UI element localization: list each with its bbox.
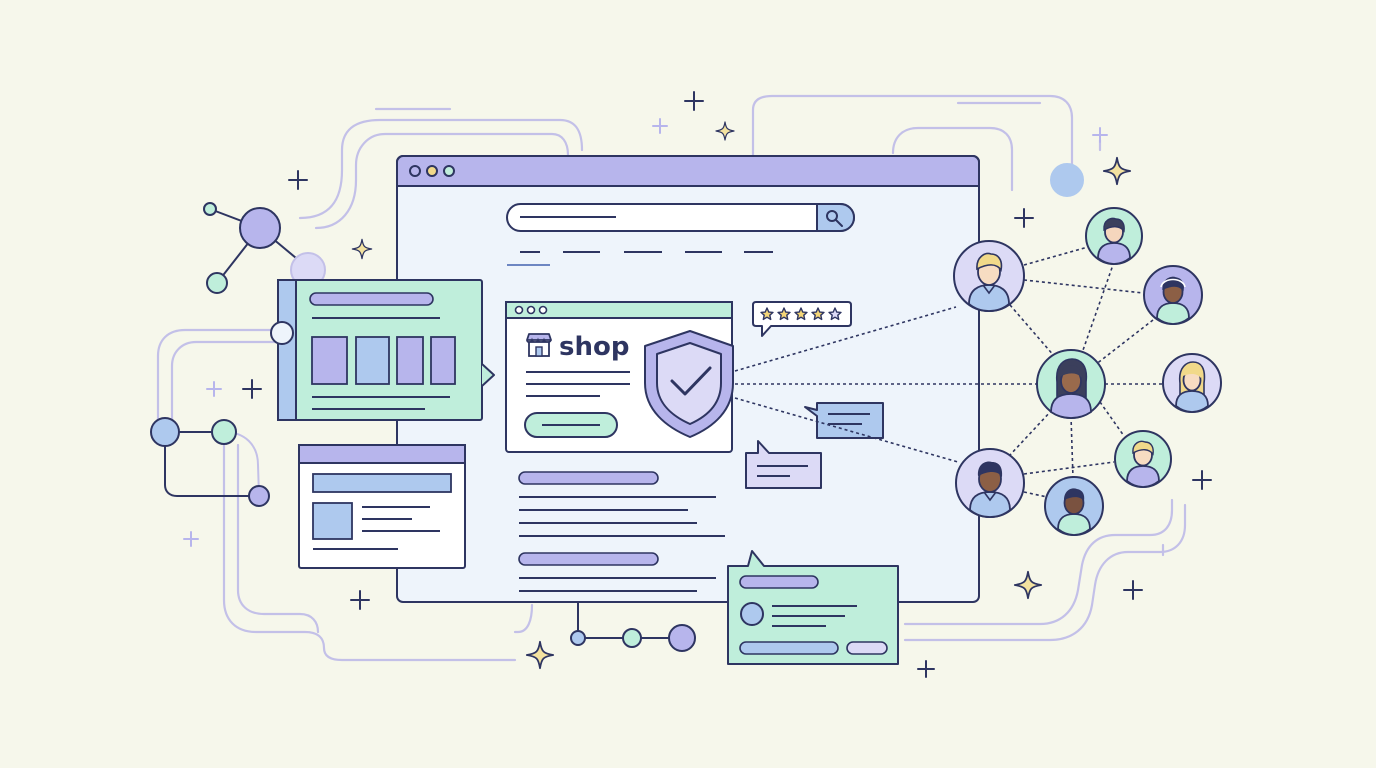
window-dot-red[interactable] (409, 165, 421, 177)
background-connectors (156, 94, 1187, 662)
node-top-right (1050, 163, 1084, 197)
shop-label: shop (559, 332, 629, 362)
storefront-icon (526, 333, 552, 357)
avatar-icon[interactable] (955, 448, 1025, 518)
chat-bubble-icon (804, 402, 884, 439)
avatar-icon[interactable] (1044, 476, 1104, 536)
avatar-icon[interactable] (1143, 265, 1203, 325)
plus-icon (242, 91, 1212, 678)
plus-icon (183, 118, 1108, 547)
window-dot-green[interactable] (443, 165, 455, 177)
avatar-icon[interactable] (1114, 430, 1172, 488)
node-cluster-left (150, 417, 270, 507)
article-preview-window[interactable] (298, 444, 466, 569)
star-icon (760, 307, 842, 321)
node-cluster-top-left (203, 202, 326, 294)
network-links (734, 246, 1163, 498)
left-gallery-panel[interactable] (270, 279, 495, 421)
star-rating-bubble (752, 301, 852, 337)
chat-bubble-icon (745, 440, 822, 489)
search-icon[interactable] (826, 210, 843, 227)
nav-links[interactable] (507, 251, 773, 266)
profile-card[interactable] (727, 550, 899, 665)
avatar-icon[interactable] (1162, 353, 1222, 413)
avatar-icon[interactable] (1036, 349, 1106, 419)
content-text-block (518, 471, 725, 592)
search-bar[interactable] (506, 203, 856, 232)
avatar-icon[interactable] (1085, 207, 1143, 265)
window-dot-yellow[interactable] (426, 165, 438, 177)
avatar-icon[interactable] (953, 240, 1025, 312)
node-chain-bottom (570, 603, 696, 652)
shield-check-icon (644, 330, 734, 438)
